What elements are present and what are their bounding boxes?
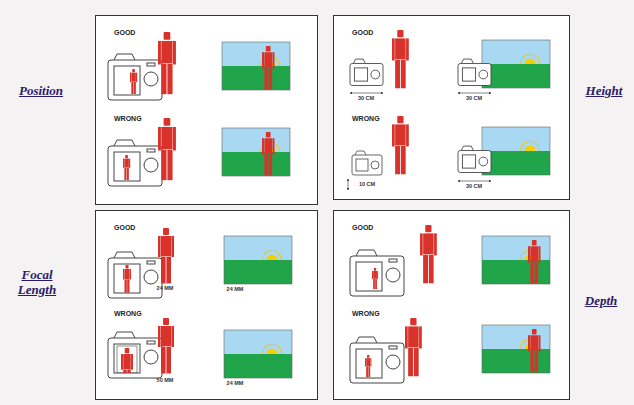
dimension-label: 30 CM	[346, 95, 386, 101]
dimension-arrow	[348, 179, 349, 190]
camera-good	[108, 54, 162, 100]
person-figure	[528, 329, 540, 372]
dimension-label: 10 CM	[352, 181, 382, 187]
dimension-label: 50 MM	[150, 377, 180, 383]
camera-wrong	[350, 337, 404, 383]
camera-good	[350, 250, 404, 296]
camera-good	[108, 252, 162, 298]
dimension-label: 24 MM	[220, 380, 250, 386]
good-tag: GOOD	[114, 29, 154, 36]
dimension-arrow	[458, 93, 491, 94]
landscape	[482, 236, 550, 284]
dimension-label: 24 MM	[220, 286, 250, 292]
good-tag: GOOD	[114, 224, 154, 231]
panel-heading: Focal Length	[6, 267, 68, 297]
person-figure	[392, 30, 409, 88]
person-figure	[158, 32, 176, 94]
landscape	[224, 330, 292, 378]
camera-wrong	[108, 140, 162, 186]
landscape	[482, 40, 550, 88]
panel-heading: Height	[579, 83, 629, 98]
person-figure	[158, 118, 176, 180]
person-figure	[158, 318, 174, 374]
wrong-tag: WRONG	[114, 115, 154, 122]
person-figure	[158, 228, 174, 284]
small-camera	[352, 151, 382, 175]
person-figure	[262, 46, 274, 89]
person-figure	[528, 240, 540, 283]
wrong-tag: WRONG	[352, 310, 392, 317]
panel-heading: Depth	[576, 293, 626, 308]
wrong-tag: WRONG	[114, 310, 154, 317]
person-figure	[262, 132, 274, 175]
landscape	[222, 128, 290, 176]
landscape	[482, 325, 550, 373]
dimension-label: 30 CM	[454, 95, 494, 101]
landscape	[224, 236, 292, 284]
dimension-arrow	[350, 93, 383, 94]
wrong-tag: WRONG	[352, 115, 392, 122]
person-figure	[392, 116, 409, 174]
small-camera	[350, 59, 383, 85]
good-tag: GOOD	[352, 224, 392, 231]
small-camera	[458, 146, 491, 172]
dimension-label: 24 MM	[150, 285, 180, 291]
small-camera	[458, 59, 491, 85]
dimension-label: 30 CM	[454, 183, 494, 189]
person-figure	[420, 225, 437, 283]
camera-wrong	[108, 332, 162, 390]
good-tag: GOOD	[352, 29, 392, 36]
landscape	[482, 127, 550, 175]
landscape	[222, 42, 290, 90]
person-figure	[405, 318, 422, 376]
dimension-arrow	[458, 181, 491, 182]
panel-heading: Position	[6, 83, 76, 98]
